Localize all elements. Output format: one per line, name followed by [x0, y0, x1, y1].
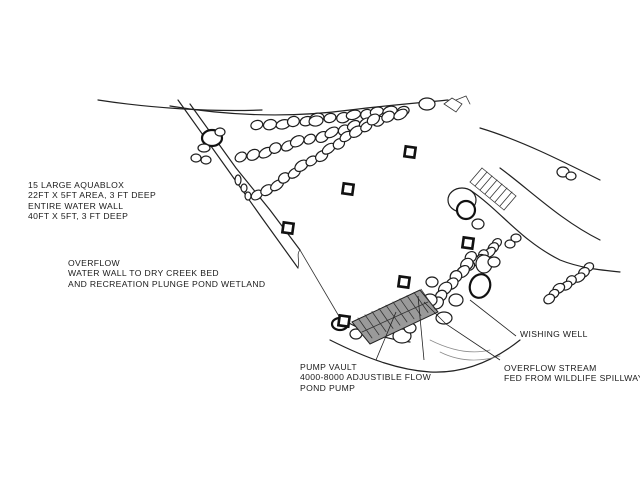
- boulder: [366, 113, 381, 126]
- pond-outline-left: [299, 249, 341, 319]
- boulder: [487, 256, 501, 268]
- right-slope-edge-a: [499, 167, 601, 241]
- boulder: [425, 276, 439, 288]
- aquablox-line-4: 40FT X 5FT, 3 FT DEEP: [28, 211, 129, 222]
- overflow-stream-line-1: OVERFLOW STREAM: [504, 363, 597, 373]
- wall-hatch-line: [371, 311, 387, 332]
- aquablox-marker: [460, 235, 476, 251]
- wall-hatch-line: [392, 301, 408, 323]
- aquablox-marker: [280, 220, 296, 236]
- wall-hatch-line: [364, 314, 380, 336]
- wishing-well-note: WISHING WELL: [520, 329, 588, 339]
- water-wall: [351, 288, 439, 345]
- wall-hatch-line: [357, 317, 373, 339]
- aquablox-marker: [396, 274, 412, 290]
- wall-hatch-line: [385, 304, 401, 326]
- right-slope-edge-b: [469, 189, 621, 273]
- boulder: [308, 115, 324, 127]
- boulder: [324, 126, 339, 139]
- boulder: [262, 118, 278, 131]
- pump-vault-line-3: POND PUMP: [300, 382, 356, 393]
- boulder: [244, 191, 252, 201]
- boulder: [471, 218, 485, 230]
- aquablox-markers: [280, 144, 476, 329]
- boulder: [190, 153, 202, 163]
- boulder: [323, 112, 337, 124]
- pump-vault-leader: [375, 311, 397, 361]
- steps: [469, 167, 517, 211]
- boulder: [268, 142, 282, 154]
- boulder: [289, 135, 305, 148]
- overflow-stream-leader: [423, 301, 501, 361]
- aquablox-line-1: 15 LARGE AQUABLOX: [28, 180, 125, 190]
- boulder: [381, 110, 395, 123]
- boulder: [393, 108, 408, 121]
- small-structure: [443, 95, 471, 113]
- top-path-edge-upper: [97, 99, 263, 112]
- boulder: [234, 151, 248, 163]
- pump-pointer: [417, 295, 425, 361]
- wall-hatch-line: [406, 295, 422, 316]
- wishing-well-line-1: WISHING WELL: [520, 329, 588, 339]
- boulder: [250, 119, 264, 131]
- diagonal-path-end: [297, 249, 301, 269]
- boulder: [418, 97, 436, 111]
- stream-line-a: [429, 339, 491, 353]
- wall-centerline: [361, 301, 429, 333]
- aquablox-note: 15 LARGE AQUABLOX 22FT X 5FT AREA, 3 FT …: [28, 180, 156, 222]
- boulder: [197, 143, 211, 153]
- boulder: [234, 174, 242, 186]
- aquablox-line-3: ENTIRE WATER WALL: [28, 200, 124, 211]
- wall-hatch-line: [413, 292, 429, 313]
- wall-hatch-line: [399, 298, 415, 320]
- boulder: [303, 133, 316, 145]
- wishing-well-leader: [469, 299, 517, 337]
- overflow-line-3: AND RECREATION PLUNGE POND WETLAND: [68, 278, 266, 289]
- overflow-line-2: WATER WALL TO DRY CREEK BED: [68, 268, 219, 279]
- boulder-dark: [455, 199, 477, 221]
- boulder: [543, 293, 556, 305]
- aquablox-line-2: 22FT X 5FT AREA, 3 FT DEEP: [28, 190, 157, 201]
- boulder: [510, 233, 522, 243]
- boulder: [200, 155, 212, 165]
- boulder: [214, 127, 226, 137]
- overflow-stream-line-2: FED FROM WILDLIFE SPILLWAY: [504, 373, 640, 384]
- boulder: [504, 239, 516, 249]
- overflow-stream-note: OVERFLOW STREAM FED FROM WILDLIFE SPILLW…: [504, 363, 640, 384]
- boulder: [286, 115, 300, 128]
- aquablox-marker: [402, 144, 418, 160]
- boulder: [565, 171, 577, 181]
- boulder-rows: [190, 97, 595, 344]
- boulder-dark: [468, 273, 492, 299]
- aquablox-marker: [336, 313, 352, 329]
- lower-path-edge-b: [329, 339, 521, 373]
- boulder: [435, 311, 453, 325]
- pump-vault-note: PUMP VAULT 4000-8000 ADJUSTIBLE FLOW PON…: [300, 362, 431, 393]
- boulder: [448, 293, 464, 307]
- aquablox-marker: [340, 181, 356, 197]
- pump-vault-line-2: 4000-8000 ADJUSTIBLE FLOW: [300, 372, 432, 383]
- boulder: [345, 109, 362, 121]
- wall-hatch-line: [420, 288, 436, 310]
- boulder: [240, 183, 248, 193]
- overflow-note: OVERFLOW WATER WALL TO DRY CREEK BED AND…: [68, 258, 265, 289]
- stream-line-b: [439, 351, 501, 361]
- boulder: [246, 148, 261, 161]
- overflow-line-1: OVERFLOW: [68, 258, 120, 268]
- upper-right-edge: [479, 127, 601, 181]
- pump-vault-line-1: PUMP VAULT: [300, 362, 357, 372]
